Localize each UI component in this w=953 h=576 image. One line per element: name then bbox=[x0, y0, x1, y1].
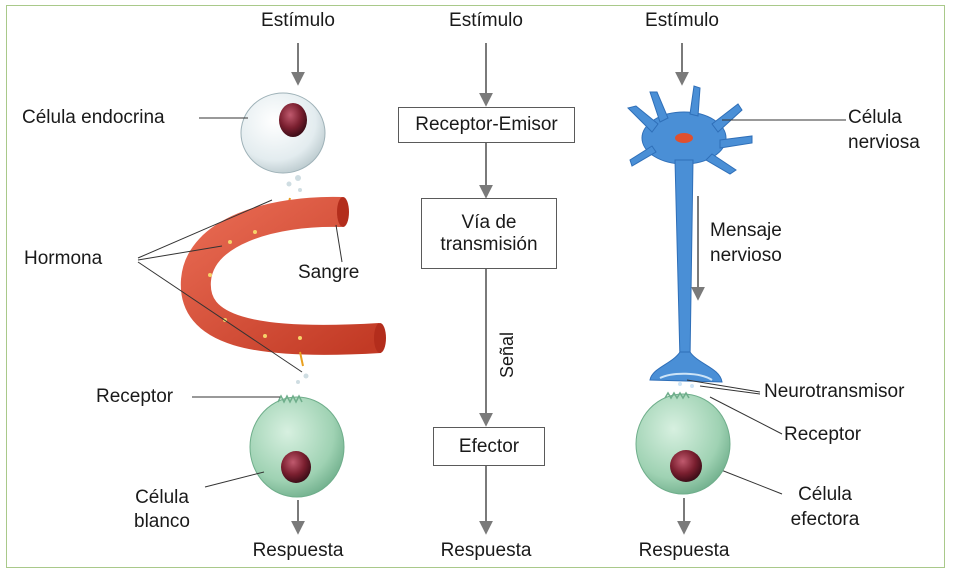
endocrine-cell-label: Célula endocrina bbox=[22, 107, 165, 129]
left-stimulus-label: Estímulo bbox=[261, 10, 335, 32]
endocrine-cell bbox=[241, 93, 325, 173]
left-receptor-label: Receptor bbox=[96, 386, 173, 408]
effector-nucleus bbox=[670, 450, 702, 482]
message-label-1: Mensaje bbox=[710, 220, 782, 242]
receptor-emitter-label: Receptor-Emisor bbox=[415, 114, 558, 136]
right-receptor-label: Receptor bbox=[784, 424, 861, 446]
effector-label: Efector bbox=[459, 436, 519, 458]
center-response-label: Respuesta bbox=[441, 540, 532, 562]
pathway-label-1: Vía de bbox=[462, 212, 517, 234]
blood-label: Sangre bbox=[298, 262, 359, 284]
target-cell-label-2: blanco bbox=[134, 511, 190, 533]
center-stimulus-label: Estímulo bbox=[449, 10, 523, 32]
endocrine-nucleus bbox=[279, 103, 307, 137]
nerve-nucleus bbox=[675, 133, 693, 143]
right-stimulus-label: Estímulo bbox=[645, 10, 719, 32]
signal-label: Señal bbox=[497, 332, 518, 378]
effector-cell-label-1: Célula bbox=[798, 484, 852, 506]
effector-box: Efector bbox=[433, 427, 545, 466]
nerve-cell-label-2: nerviosa bbox=[848, 132, 920, 154]
pathway-box: Vía de transmisión bbox=[421, 198, 557, 269]
hormone-label: Hormona bbox=[24, 248, 102, 270]
right-response-label: Respuesta bbox=[639, 540, 730, 562]
left-response-label: Respuesta bbox=[253, 540, 344, 562]
receptor-emitter-box: Receptor-Emisor bbox=[398, 107, 575, 143]
message-label-2: nervioso bbox=[710, 245, 782, 267]
target-cell-label-1: Célula bbox=[135, 487, 189, 509]
nerve-cell-label-1: Célula bbox=[848, 107, 902, 129]
effector-cell-label-2: efectora bbox=[791, 509, 860, 531]
target-nucleus bbox=[281, 451, 311, 483]
neurotransmitter-label: Neurotransmisor bbox=[764, 381, 904, 403]
pathway-label-2: transmisión bbox=[440, 234, 537, 256]
